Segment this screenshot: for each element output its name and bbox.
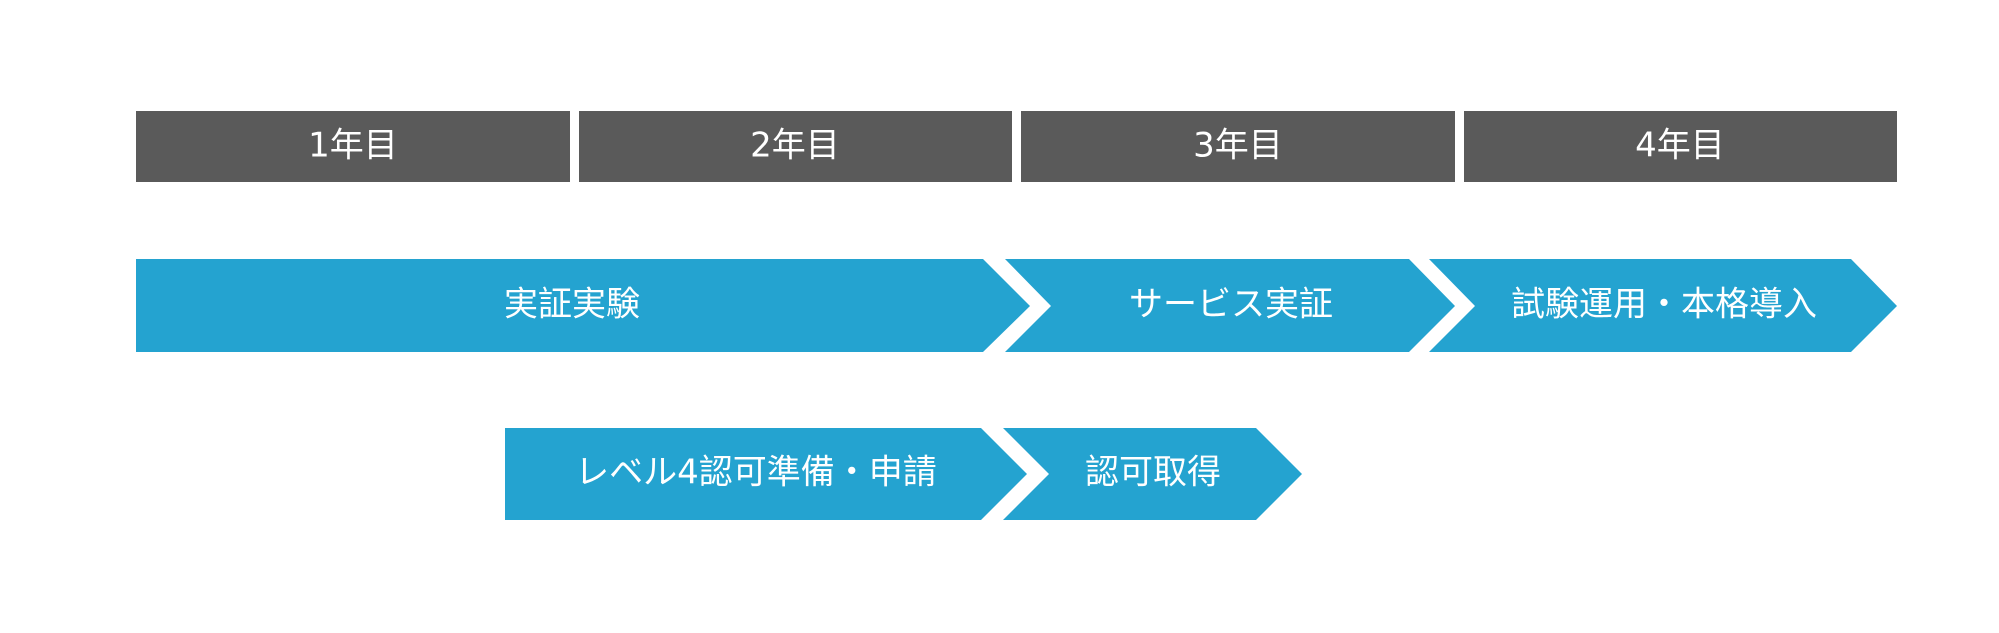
year-header-1: 1年目 — [136, 111, 570, 182]
phase-arrow-verification-experiment-shape — [136, 259, 1030, 352]
year-header-3-label: 3年目 — [1193, 126, 1283, 166]
phase-arrow-trial-operation-shape — [1429, 259, 1897, 352]
phase-arrow-verification-experiment-label: 実証実験 — [504, 285, 640, 325]
phase-arrow-approval-acquisition-label: 認可取得 — [1085, 453, 1221, 493]
year-header-3: 3年目 — [1021, 111, 1455, 182]
phase-arrow-trial-operation-label: 試験運用・本格導入 — [1511, 285, 1817, 325]
year-header-2-box — [579, 111, 1012, 182]
year-header-4-label: 4年目 — [1635, 126, 1725, 166]
year-header-2-label: 2年目 — [750, 126, 840, 166]
year-header-1-label: 1年目 — [308, 126, 398, 166]
phase-arrow-level4-preparation: レベル4認可準備・申請 — [505, 428, 1027, 520]
phase-arrow-trial-operation: 試験運用・本格導入 — [1429, 259, 1897, 352]
year-header-row: 1年目 2年目 3年目 4年目 — [136, 111, 1897, 182]
phase-arrow-service-verification-shape — [1005, 259, 1455, 352]
phase-arrow-level4-preparation-label: レベル4認可準備・申請 — [575, 453, 937, 493]
year-header-4-box — [1464, 111, 1897, 182]
phase-arrow-verification-experiment: 実証実験 — [136, 259, 1030, 352]
phase-arrow-level4-preparation-shape — [505, 428, 1027, 520]
year-header-2: 2年目 — [579, 111, 1012, 182]
year-header-4: 4年目 — [1464, 111, 1897, 182]
phase-row-2: レベル4認可準備・申請 認可取得 — [505, 428, 1302, 520]
year-header-1-box — [136, 111, 570, 182]
phase-row-1: 実証実験 サービス実証 試験運用・本格導入 — [136, 259, 1897, 352]
phase-arrow-service-verification: サービス実証 — [1005, 259, 1455, 352]
phase-arrow-approval-acquisition: 認可取得 — [1003, 428, 1302, 520]
phase-arrow-approval-acquisition-shape — [1003, 428, 1302, 520]
year-header-3-box — [1021, 111, 1455, 182]
phase-arrow-service-verification-label: サービス実証 — [1129, 285, 1333, 325]
